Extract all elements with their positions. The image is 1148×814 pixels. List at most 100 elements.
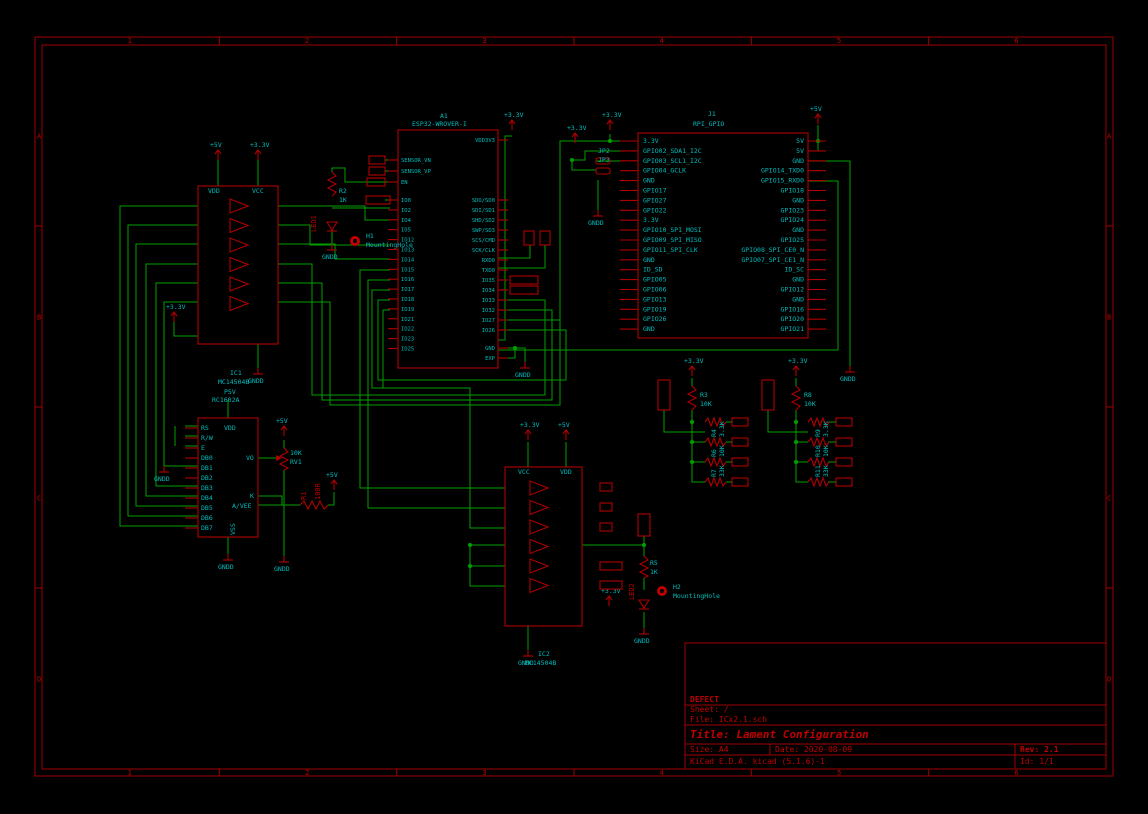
led2[interactable]: LED2: [628, 583, 650, 610]
ground-label: GNDD: [218, 563, 234, 571]
j1-pin-label: GND: [643, 256, 655, 264]
esp32-pin-label: IO17: [401, 287, 414, 293]
ground-label: GNDD: [248, 377, 264, 385]
esp32-module[interactable]: A1 ESP32-WROVER-I SENSOR_VNSENSOR_VPENIO…: [388, 112, 508, 369]
divider-resistors-right: R9 3.3K R10 10K R11 33K: [814, 421, 830, 477]
r10-label: R10: [814, 445, 822, 457]
esp32-pin-label: IO26: [482, 328, 495, 334]
ground-label: GNDD: [154, 475, 170, 483]
esp32-pin-label: IO5: [401, 228, 411, 234]
esp32-pin-label: SENSOR_VP: [401, 169, 431, 175]
buffer-gate: [529, 499, 550, 516]
power-label: +3.3V: [166, 303, 186, 311]
esp32-pin-label: GND: [485, 346, 495, 352]
j1-pin-label: GND: [643, 325, 655, 333]
buffer-gate: [529, 519, 550, 535]
ic2-pin-vdd: VDD: [560, 468, 572, 476]
esp32-pin-label: IO35: [482, 278, 495, 284]
row-marker: B: [1107, 314, 1111, 322]
divider-resistor: [704, 436, 727, 448]
mounting-hole-h1[interactable]: H1 MountingHole: [350, 232, 413, 249]
jp2-ref: JP2: [598, 147, 610, 155]
power-label: +3.3V: [520, 421, 540, 429]
h1-ref: H1: [366, 232, 374, 240]
r3-value: 10K: [700, 400, 712, 408]
j1-pin-label: GPIO20: [781, 315, 805, 323]
j1-ref: J1: [708, 110, 716, 118]
ic1-pin-vdd: VDD: [208, 187, 220, 195]
column-marker: 4: [660, 37, 664, 45]
j1-pin-label: GPIO05: [643, 276, 667, 284]
power-label: +5V: [558, 421, 570, 429]
j1-pin-label: GPIO21: [781, 325, 805, 333]
ic1-buffer[interactable]: VDD VCC IC1 MC14504B: [197, 185, 279, 386]
lcd-pin-label: VDD: [224, 424, 236, 432]
r1-resistor[interactable]: R1 100R: [299, 482, 329, 511]
lcd-value: P5V: [224, 388, 236, 396]
r5-resistor[interactable]: R5 1K: [638, 555, 658, 579]
title-block-sheet: Sheet: /: [690, 705, 729, 714]
r8-resistor[interactable]: R8 10K: [790, 385, 816, 411]
power-label: +5V: [810, 105, 822, 113]
buffer-gate: [229, 276, 250, 292]
r8-ref: R8: [804, 391, 812, 399]
lcd-pin-label: RS: [201, 424, 209, 432]
jumpers[interactable]: JP2 JP3: [595, 147, 611, 175]
divider-resistor: [704, 456, 727, 468]
title-block-company: DEFECT: [690, 695, 719, 704]
esp32-pin-label: IO34: [482, 288, 496, 294]
esp32-pin-label: SDO/SD0: [472, 198, 495, 204]
j1-pin-label: GPIO23: [781, 206, 805, 214]
r4-value: 3.3K: [718, 421, 726, 437]
esp32-pin-label: IO25: [401, 347, 414, 353]
lcd-rc1602a[interactable]: P5V RC1602A VDDRSR/WEDB0DB1DB2DB3DB4DB5D…: [185, 388, 259, 538]
buffer-gate: [229, 256, 250, 273]
power-label: +3.3V: [567, 124, 587, 132]
buffer-gate: [529, 558, 550, 574]
esp32-pin-label: SCS/CMD: [472, 238, 495, 244]
led1[interactable]: LED1: [310, 215, 338, 232]
rpi-gpio-header[interactable]: J1 RPI_GPIO 3.3VGPIO02_SDA1_I2CGPIO03_SC…: [620, 110, 826, 339]
row-marker: C: [1107, 495, 1111, 503]
r5-value: 1K: [650, 568, 658, 576]
j1-pin-label: ID_SC: [784, 266, 804, 274]
title-block-title: Title: Lament Configuration: [690, 728, 869, 741]
ic2-buffer[interactable]: VCC VDD IC2 MC14504B: [504, 466, 583, 667]
lcd-pin-label: DB5: [201, 504, 213, 512]
j1-pin-label: GPIO18: [781, 187, 805, 195]
r11-label: R11: [814, 465, 822, 477]
column-marker: 2: [305, 37, 309, 45]
lcd-pin-label: VSS: [229, 523, 237, 535]
ic2-ref: IC2: [538, 650, 550, 658]
r7-value: 33K: [718, 465, 726, 477]
j1-pin-label: GPIO15_RXD0: [761, 177, 804, 185]
r6-label: R6: [710, 449, 718, 457]
r5-ref: R5: [650, 559, 658, 567]
lcd-pin-label: DB0: [201, 454, 213, 462]
esp32-value: ESP32-WROVER-I: [412, 120, 467, 128]
mounting-hole-h2[interactable]: H2 MountingHole: [657, 583, 720, 600]
column-marker: 5: [837, 769, 841, 777]
j1-pin-label: GND: [792, 196, 804, 204]
r2-resistor[interactable]: R2 1K: [326, 171, 347, 204]
ic1-value: MC14504B: [218, 378, 249, 386]
esp32-ref: A1: [440, 112, 448, 120]
r3-resistor[interactable]: R3 10K: [686, 385, 712, 411]
j1-pin-label: GND: [792, 276, 804, 284]
j1-pin-label: GND: [643, 177, 655, 185]
j1-pin-label: GPIO08_SPI_CE0_N: [741, 246, 804, 254]
title-block-id: Id: 1/1: [1020, 757, 1054, 766]
esp32-pin-label: RXD0: [482, 258, 495, 264]
ground-label: GNDD: [588, 219, 604, 227]
row-marker: D: [37, 676, 41, 684]
junctions: [468, 139, 820, 568]
net-label-flags: [365, 155, 853, 590]
ic1-pin-vcc: VCC: [252, 187, 264, 195]
j1-pin-label: 5V: [796, 137, 804, 145]
rv1-potentiometer[interactable]: 10K RV1: [276, 447, 302, 471]
esp32-pin-label: SENSOR_VN: [401, 158, 431, 164]
rv1-ref: RV1: [290, 458, 302, 466]
title-block-file: File: ICx2.1.sch: [690, 715, 767, 724]
